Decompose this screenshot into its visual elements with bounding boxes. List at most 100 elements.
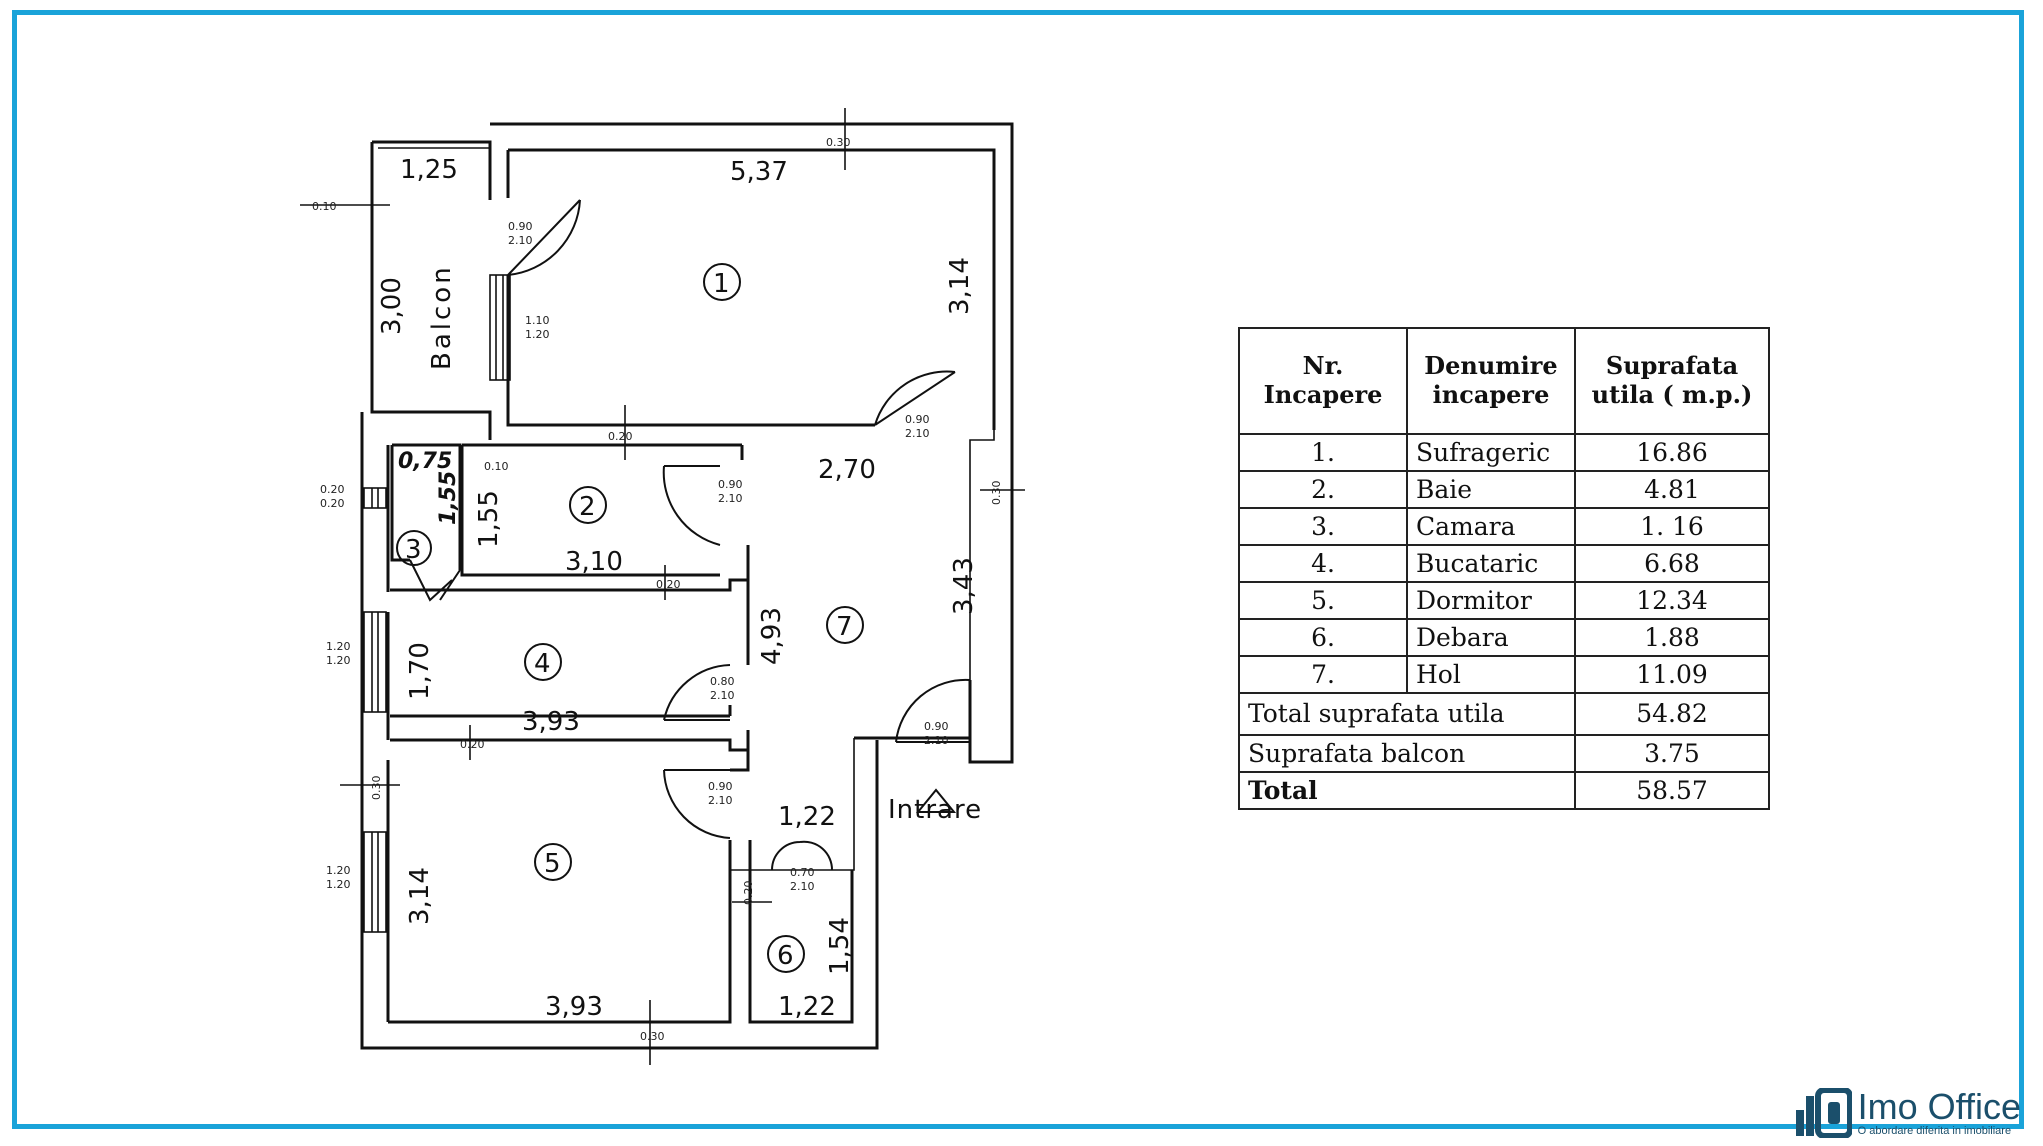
room-number-2: 2 [569, 486, 607, 524]
svg-text:1.10: 1.10 [525, 314, 550, 327]
svg-text:1.20: 1.20 [326, 654, 351, 667]
table-row: 1. Sufrageric 16.86 [1238, 433, 1770, 472]
logo-icon [1795, 1087, 1853, 1139]
header-name: Denumire incapere [1406, 327, 1576, 435]
logo-tagline: O abordare diferita in imobiliare [1857, 1124, 2012, 1137]
dim-room5-height: 3,14 [405, 867, 435, 925]
wall-mark-inner-1: 0.20 [608, 430, 633, 443]
wall-mark-inner-5: 0.20 [742, 881, 755, 906]
kitchen-walls [390, 578, 750, 752]
room-number-7: 7 [826, 606, 864, 644]
grand-total-label: Total [1238, 771, 1576, 810]
balcon-outline [370, 140, 492, 440]
balcon-area-value: 3.75 [1574, 734, 1770, 773]
total-util-value: 54.82 [1574, 692, 1770, 736]
bath-walls [460, 443, 744, 577]
dim-hall-height: 3,43 [949, 557, 979, 615]
total-util-row: Total suprafata utila 54.82 [1238, 692, 1770, 736]
dim-room1-height: 3,14 [945, 257, 975, 315]
header-nr: Nr. Incapere [1238, 327, 1408, 435]
svg-text:2: 2 [579, 492, 596, 522]
entrance-marker [915, 788, 957, 813]
svg-text:5: 5 [544, 849, 561, 879]
table-row: 5. Dormitor 12.34 [1238, 581, 1770, 620]
imo-office-logo: Imo Office O abordare diferita in imobil… [1795, 1085, 2021, 1139]
svg-text:2.10: 2.10 [790, 880, 815, 893]
table-row: 4. Bucataric 6.68 [1238, 544, 1770, 583]
wall-mark-inner-2: 0.20 [656, 578, 681, 591]
outer-left-wall [360, 412, 879, 1050]
dim-hall-width: 2,70 [818, 455, 876, 485]
opening-labels: 0.90 2.10 1.10 1.20 0.90 2.10 0.90 2.10 … [320, 220, 949, 893]
svg-text:0.90: 0.90 [905, 413, 930, 426]
dim-balcon-height: 3,00 [377, 277, 407, 335]
balcon-row: Suprafata balcon 3.75 [1238, 734, 1770, 773]
svg-text:2.10: 2.10 [905, 427, 930, 440]
wall-mark-bottom: 0.30 [640, 1030, 665, 1043]
wall-mark-top: 0.30 [826, 136, 851, 149]
svg-text:1: 1 [713, 269, 730, 299]
room-number-5: 5 [534, 843, 572, 881]
area-table: Nr. Incapere Denumire incapere Suprafata… [1238, 327, 1770, 810]
wall-mark-left-top: 0.10 [312, 200, 337, 213]
wall-mark-right: 0.30 [990, 481, 1003, 506]
svg-text:1.20: 1.20 [326, 878, 351, 891]
dim-room6-height: 1,54 [825, 917, 855, 975]
room-number-6: 6 [767, 935, 805, 973]
svg-text:2.10: 2.10 [710, 689, 735, 702]
table-header-row: Nr. Incapere Denumire incapere Suprafata… [1238, 327, 1770, 435]
svg-text:0.80: 0.80 [710, 675, 735, 688]
svg-text:6: 6 [777, 941, 794, 971]
balcon-area-label: Suprafata balcon [1238, 734, 1576, 773]
dim-hall-length: 4,93 [757, 607, 787, 665]
table-row: 3. Camara 1. 16 [1238, 507, 1770, 546]
dim-room3-height: 1,55 [436, 471, 461, 525]
dim-room6-width-top: 1,22 [778, 802, 836, 832]
balcon-label: Balcon [427, 264, 457, 370]
dim-room3-width: 0,75 [398, 449, 452, 474]
svg-text:0.90: 0.90 [508, 220, 533, 233]
svg-text:3: 3 [405, 535, 422, 565]
left-windows [363, 274, 511, 933]
wall-mark-inner-3: 0.20 [460, 738, 485, 751]
svg-text:0.90: 0.90 [924, 720, 949, 733]
total-util-label: Total suprafata utila [1238, 692, 1576, 736]
grand-total-value: 58.57 [1574, 771, 1770, 810]
table-row: 2. Baie 4.81 [1238, 470, 1770, 509]
table-row: 6. Debara 1.88 [1238, 618, 1770, 657]
room-number-1: 1 [703, 263, 741, 301]
svg-text:0.90: 0.90 [708, 780, 733, 793]
wall-mark-inner-4: 0.10 [484, 460, 509, 473]
camara-walls [390, 443, 462, 570]
svg-text:0.20: 0.20 [320, 483, 345, 496]
svg-text:2.10: 2.10 [718, 492, 743, 505]
dim-room5-width: 3,93 [545, 992, 603, 1022]
svg-text:1.20: 1.20 [326, 640, 351, 653]
svg-text:7: 7 [836, 612, 853, 642]
page-frame [12, 10, 2024, 1129]
dim-balcon-width: 1,25 [400, 155, 458, 185]
room-number-3: 3 [396, 530, 432, 566]
svg-text:2.10: 2.10 [708, 794, 733, 807]
svg-text:1.20: 1.20 [525, 328, 550, 341]
entrance-label: Intrare [888, 795, 982, 825]
wall-markers [300, 108, 1025, 1065]
grand-total-row: Total 58.57 [1238, 771, 1770, 810]
dim-room2-width: 3,10 [565, 547, 623, 577]
svg-text:0.20: 0.20 [320, 497, 345, 510]
svg-text:0.90: 0.90 [718, 478, 743, 491]
outer-right-wall [968, 124, 1014, 764]
logo-name: Imo Office [1857, 1085, 2021, 1127]
dim-room1-width: 5,37 [730, 157, 788, 187]
dim-room2-height: 1,55 [474, 490, 504, 548]
dim-room6-width-bottom: 1,22 [778, 992, 836, 1022]
svg-text:1.20: 1.20 [326, 864, 351, 877]
svg-text:4: 4 [534, 649, 551, 679]
svg-text:2.10: 2.10 [924, 734, 949, 747]
wall-mark-left-mid: 0.30 [370, 776, 383, 801]
dim-room4-width: 3,93 [522, 707, 580, 737]
door-swings [507, 199, 971, 871]
table-row: 7. Hol 11.09 [1238, 655, 1770, 694]
svg-text:0.70: 0.70 [790, 866, 815, 879]
